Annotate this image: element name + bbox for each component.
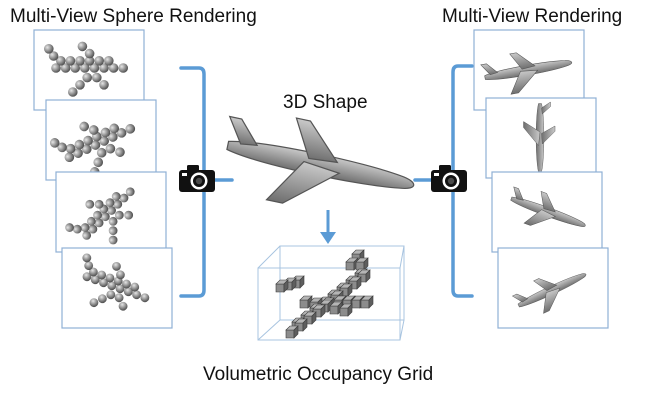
voxel-cube	[285, 325, 299, 339]
render-view-3	[491, 171, 603, 253]
voxel-airplane	[275, 249, 374, 339]
sphere-view-4	[61, 247, 173, 329]
render-view-1	[473, 29, 585, 111]
sphere-view-3	[55, 171, 167, 262]
voxel-cube	[360, 295, 374, 309]
voxel-cube	[355, 257, 369, 271]
render-view-4	[497, 247, 609, 329]
voxel-cube	[339, 303, 353, 317]
arrow-down-icon	[320, 210, 336, 244]
center-airplane	[213, 103, 423, 230]
sphere-view-1	[33, 29, 145, 111]
sphere-view-2	[45, 99, 157, 189]
voxel-cube	[275, 279, 289, 293]
left-title: Multi-View Sphere Rendering	[10, 6, 257, 27]
camera-icon	[179, 165, 215, 192]
render-view-2	[485, 97, 597, 179]
bottom-title: Volumetric Occupancy Grid	[203, 364, 434, 385]
right-title: Multi-View Rendering	[442, 6, 623, 27]
center-title: 3D Shape	[283, 92, 368, 113]
camera-icon	[431, 165, 467, 192]
